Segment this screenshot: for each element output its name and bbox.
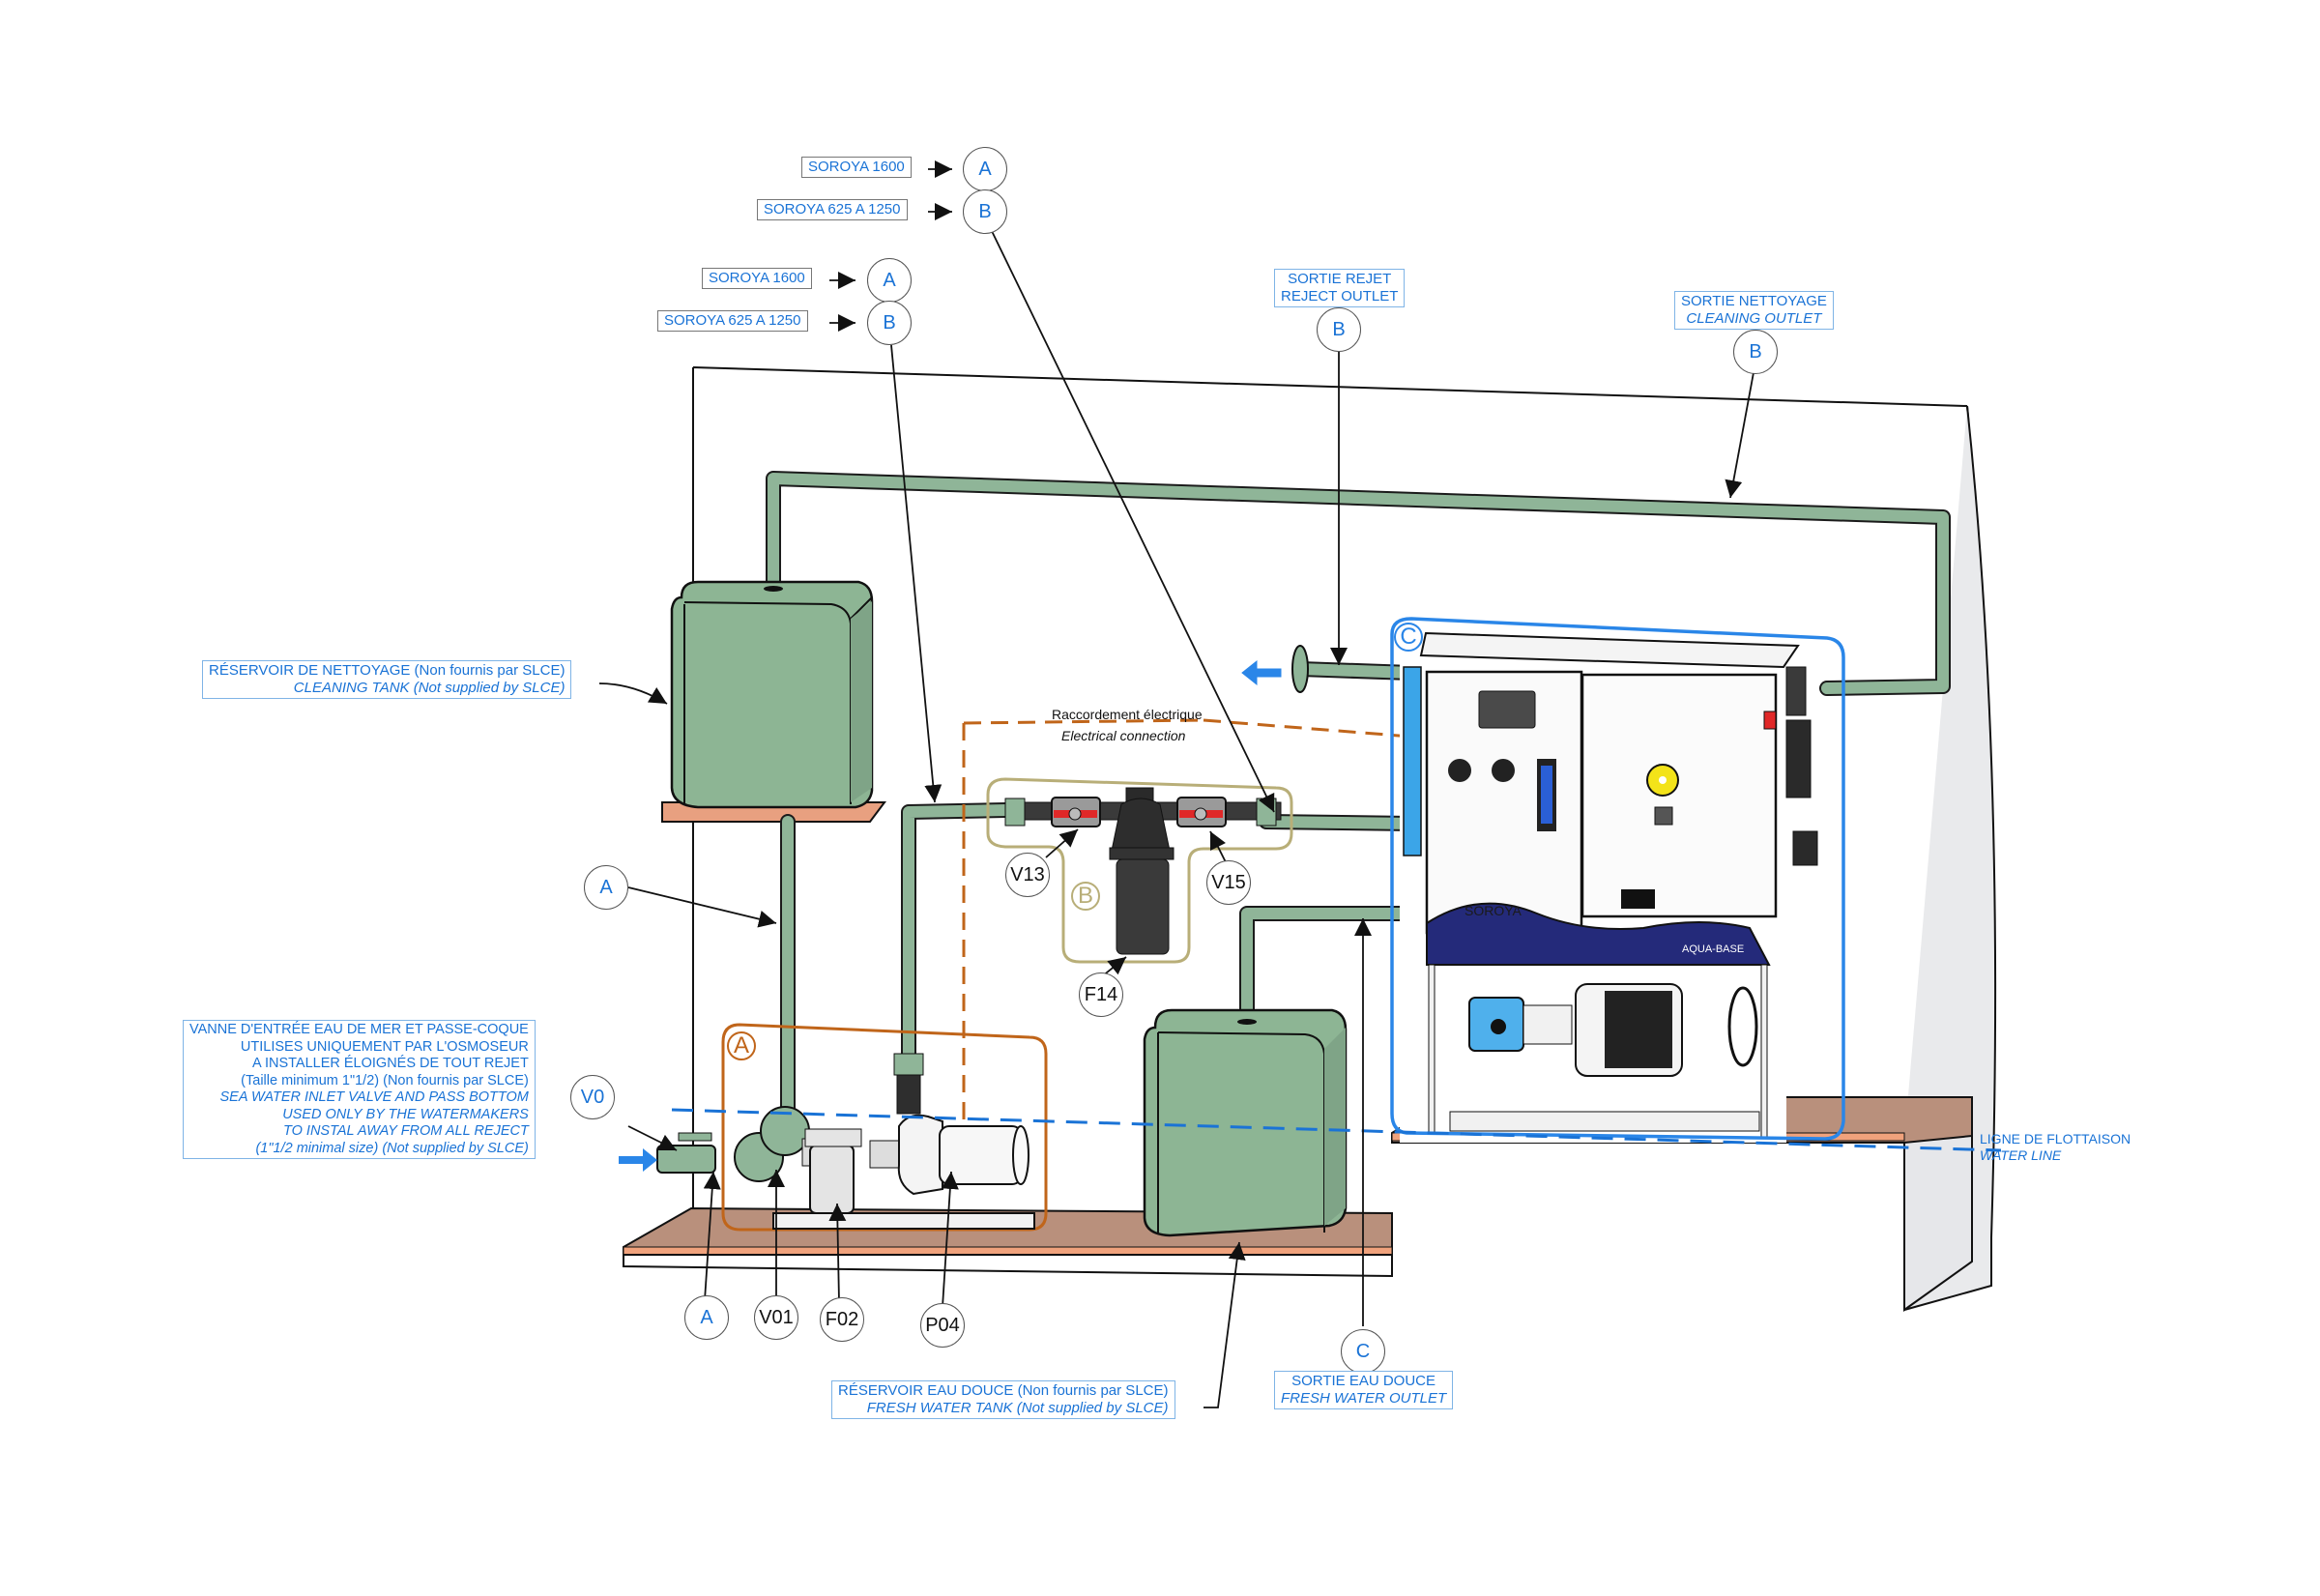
- model-label-soroya-625-1250-second: SOROYA 625 A 1250: [657, 310, 808, 332]
- cleaning-tank-fr: RÉSERVOIR DE NETTOYAGE (Non fournis par …: [209, 662, 566, 679]
- ref-bubble-b-top: B: [963, 189, 1007, 234]
- inlet-note-fr-1: VANNE D'ENTRÉE EAU DE MER ET PASSE-COQUE: [189, 1022, 529, 1037]
- cleaning-tank: [670, 580, 874, 809]
- inlet-note-en-3: TO INSTAL AWAY FROM ALL REJECT: [283, 1123, 529, 1139]
- inlet-note-en-1: SEA WATER INLET VALVE AND PASS BOTTOM: [219, 1089, 529, 1105]
- model-label-soroya-625-1250-top: SOROYA 625 A 1250: [757, 199, 908, 220]
- unit-brand-text: SOROYA: [1464, 903, 1522, 918]
- inlet-arrow: [619, 1148, 657, 1172]
- ref-bubble-a-second: A: [867, 258, 912, 303]
- zone-a-letter: A: [727, 1031, 756, 1060]
- fresh-outlet-bubble: C: [1341, 1329, 1385, 1374]
- bubble-p04-pump: P04: [920, 1303, 965, 1348]
- watermaker-unit: SOROYA AQUA-BASE: [1400, 631, 1818, 1143]
- bubble-v15-valve: V15: [1206, 860, 1251, 905]
- seawater-inlet-note: VANNE D'ENTRÉE EAU DE MER ET PASSE-COQUE…: [183, 1020, 536, 1159]
- ref-bubble-b-second: B: [867, 301, 912, 345]
- zone-c-letter: C: [1394, 623, 1423, 652]
- bubble-v13-valve: V13: [1005, 853, 1050, 897]
- electrical-label-en: Electrical connection: [1061, 728, 1186, 743]
- fresh-outlet-fr: SORTIE EAU DOUCE: [1291, 1373, 1436, 1389]
- pipes: [766, 471, 1951, 1129]
- fresh-tank-fr: RÉSERVOIR EAU DOUCE (Non fournis par SLC…: [838, 1382, 1169, 1399]
- bubble-v0-inlet-valve: V0: [570, 1075, 615, 1119]
- fresh-outlet-label: SORTIE EAU DOUCE FRESH WATER OUTLET: [1274, 1371, 1454, 1409]
- filter-valve-assembly: [1004, 787, 1282, 955]
- ref-bubble-a-top: A: [963, 147, 1007, 191]
- reject-outlet-fr: SORTIE REJET: [1288, 271, 1392, 287]
- fresh-tank-en: FRESH WATER TANK (Not supplied by SLCE): [866, 1400, 1169, 1416]
- zone-b-outline: [986, 777, 1293, 964]
- reject-outlet-arrow: [1241, 659, 1282, 686]
- waterline: [671, 1108, 2002, 1152]
- cleaning-tank-en: CLEANING TANK (Not supplied by SLCE): [293, 680, 566, 696]
- inlet-note-fr-3: A INSTALLER ÉLOIGNÉS DE TOUT REJET: [252, 1056, 529, 1071]
- model-label-soroya-1600-second: SOROYA 1600: [702, 268, 812, 289]
- fresh-water-tank: [1143, 1008, 1348, 1237]
- reject-outlet-label: SORTIE REJET REJECT OUTLET: [1274, 269, 1406, 307]
- model-label-soroya-1600-top: SOROYA 1600: [801, 157, 912, 178]
- zone-b-letter: B: [1071, 882, 1100, 911]
- hull-outline: [692, 366, 1997, 1312]
- cleaning-outlet-fr: SORTIE NETTOYAGE: [1681, 293, 1827, 309]
- bubble-f14-filter: F14: [1079, 972, 1123, 1017]
- unit-base-brand-text: AQUA-BASE: [1682, 943, 1744, 955]
- electrical-label-fr: Raccordement électrique: [1052, 707, 1203, 722]
- fresh-outlet-en: FRESH WATER OUTLET: [1281, 1390, 1447, 1407]
- cleaning-outlet-en: CLEANING OUTLET: [1686, 310, 1822, 327]
- cleaning-outlet-label: SORTIE NETTOYAGE CLEANING OUTLET: [1674, 291, 1834, 330]
- leader-lines: [598, 160, 1755, 1408]
- cleaning-outlet-bubble: B: [1733, 330, 1778, 374]
- inlet-note-en-4: (1"1/2 minimal size) (Not supplied by SL…: [255, 1140, 529, 1156]
- inlet-note-en-2: USED ONLY BY THE WATERMAKERS: [282, 1106, 529, 1122]
- fresh-tank-label: RÉSERVOIR EAU DOUCE (Non fournis par SLC…: [831, 1380, 1175, 1419]
- inlet-note-fr-4: (Taille minimum 1"1/2) (Non fournis par …: [241, 1072, 529, 1088]
- bubble-a-inlet: A: [684, 1295, 729, 1340]
- bubble-v01-valve: V01: [754, 1295, 798, 1340]
- waterline-label-en: WATER LINE: [1980, 1147, 2062, 1163]
- cleaning-tank-label: RÉSERVOIR DE NETTOYAGE (Non fournis par …: [202, 660, 572, 699]
- inlet-note-fr-2: UTILISES UNIQUEMENT PAR L'OSMOSEUR: [240, 1038, 529, 1055]
- zone-c-outline: [1390, 617, 1845, 1141]
- waterline-label-fr: LIGNE DE FLOTTAISON: [1980, 1131, 2132, 1146]
- reject-outlet-en: REJECT OUTLET: [1281, 288, 1399, 305]
- inlet-pump-assembly: [656, 1053, 1035, 1230]
- reject-outlet-bubble: B: [1317, 307, 1361, 352]
- bubble-f02-strainer: F02: [820, 1297, 864, 1342]
- bubble-a-cleaning-pipe: A: [584, 865, 628, 910]
